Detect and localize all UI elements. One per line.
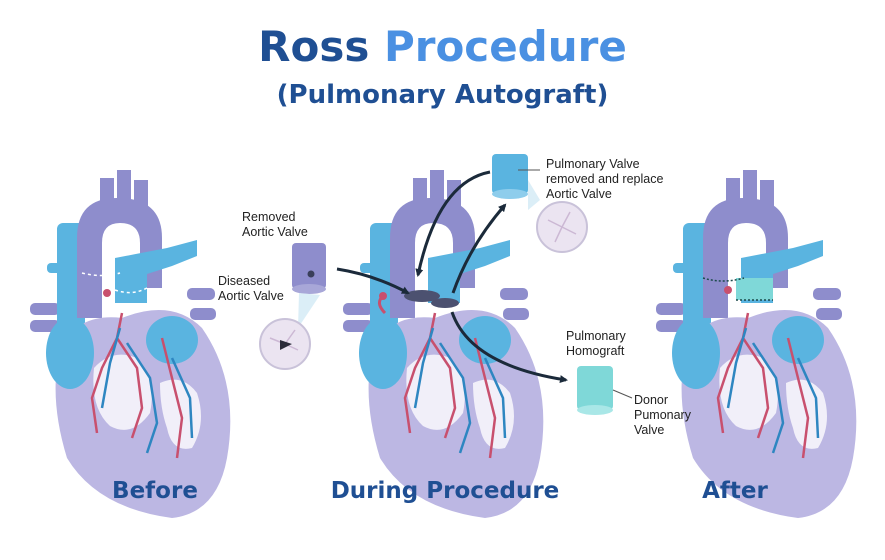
label-pulmonary-homograft: Pulmonary Homograft (566, 329, 626, 358)
heart-before-illustration (28, 168, 232, 520)
heart-during-illustration (341, 168, 545, 520)
removed-aortic-valve-tube (292, 243, 326, 294)
label-pulmonary-valve-replace: Pulmonary Valve removed and replace Aort… (546, 157, 664, 201)
page-title: Ross Procedure (0, 22, 885, 72)
heart-after-illustration (654, 168, 858, 520)
diseased-valve-magnified-icon (259, 293, 320, 370)
arrow-removed-to-heart (336, 267, 410, 295)
label-removed-aortic-valve: Removed Aortic Valve (242, 210, 308, 239)
donor-pulmonary-homograft-tube (577, 366, 613, 415)
title-word-ross: Ross (258, 22, 370, 71)
arrow-to-homograft (450, 311, 568, 384)
page-subtitle: (Pulmonary Autograft) (276, 80, 609, 110)
pulmonary-valve-autograft-tube (492, 154, 588, 253)
stage-label-after: After (702, 478, 768, 504)
stage-label-before: Before (112, 478, 198, 504)
title-word-procedure: Procedure (383, 22, 627, 71)
label-donor-pulmonary-valve: Donor Pumonary Valve (634, 393, 691, 437)
arrow-pulmonary-out (451, 203, 507, 294)
stage-label-during: During Procedure (330, 478, 560, 504)
label-diseased-aortic-valve: Diseased Aortic Valve (218, 274, 284, 303)
arrow-autograft-to-aortic (415, 170, 491, 277)
